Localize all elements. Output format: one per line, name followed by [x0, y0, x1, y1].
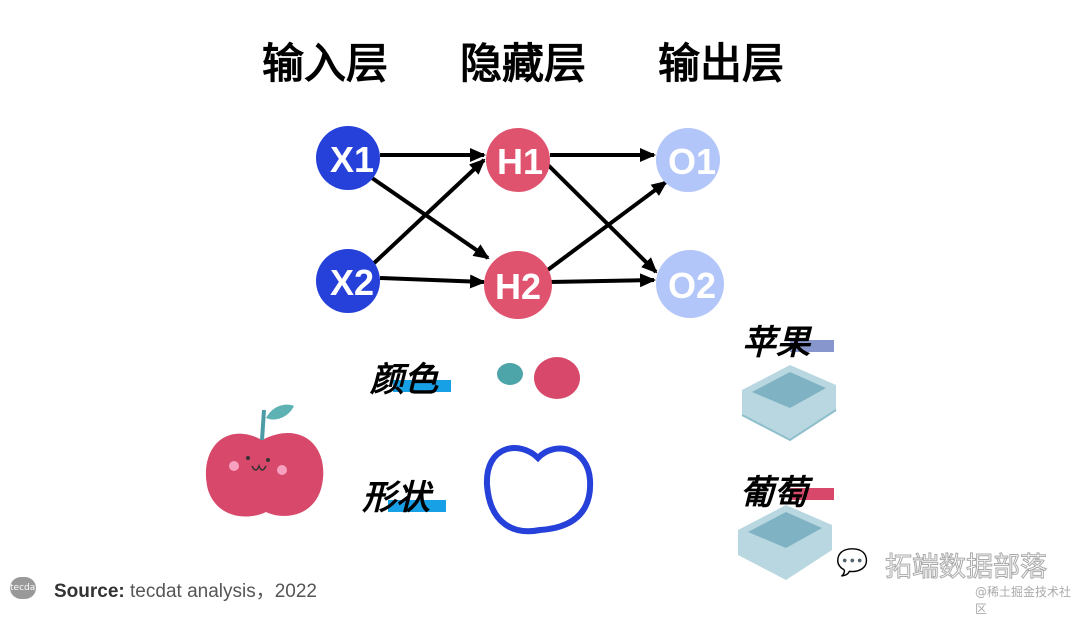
teal-dot	[497, 363, 523, 385]
apple-box-icon	[741, 365, 837, 442]
wechat-icon: 💬	[836, 548, 869, 578]
hidden-layer-title: 隐藏层	[460, 39, 587, 88]
node-o1: O1	[656, 128, 720, 192]
svg-text:H2: H2	[495, 266, 541, 307]
feature-label-shape: 形状	[362, 478, 430, 518]
node-o2: O2	[656, 250, 724, 318]
class-label-grape: 葡萄	[740, 473, 808, 513]
watermark-sub: @稀土掘金技术社区	[975, 585, 1072, 616]
output-layer-title: 输出层	[658, 39, 785, 88]
node-x2: X2	[316, 249, 380, 313]
svg-text:H1: H1	[497, 141, 543, 182]
feature-label-color: 颜色	[370, 360, 438, 400]
shape-outline	[483, 445, 594, 535]
grape-box-icon	[738, 505, 832, 580]
apple-illustration	[205, 404, 324, 517]
node-x1: X1	[316, 126, 380, 190]
source-caption: Source: tecdat analysis，2022	[54, 581, 317, 602]
input-layer-title: 输入层	[262, 39, 389, 88]
svg-text:O2: O2	[668, 265, 716, 306]
svg-text:X1: X1	[330, 139, 374, 180]
watermark-main: 拓端数据部落	[885, 552, 1048, 584]
node-h1: H1	[486, 128, 550, 192]
tecdat-logo: tecdat	[10, 577, 39, 599]
red-dot	[534, 357, 580, 399]
svg-text:X2: X2	[330, 262, 374, 303]
connection-arrows	[370, 148, 668, 289]
class-label-apple: 苹果	[742, 323, 810, 363]
svg-text:O1: O1	[668, 141, 716, 182]
node-h2: H2	[484, 251, 552, 319]
